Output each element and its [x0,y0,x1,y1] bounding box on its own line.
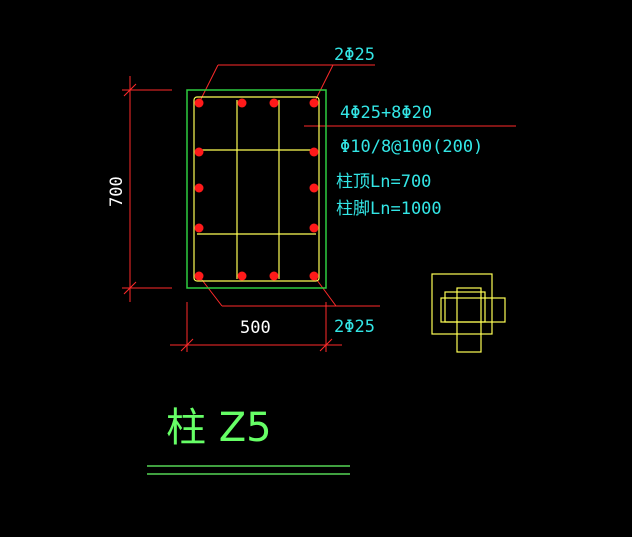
stirrup-spec-label: Φ10/8@100(200) [340,137,483,157]
rebar-dots [194,98,319,281]
title-underline [147,465,350,475]
height-dimension-label: 700 [107,176,127,207]
width-dimension-label: 500 [240,318,271,338]
stirrups-section [193,96,320,282]
longitudinal-bars-label: 4Φ25+8Φ20 [340,103,432,123]
column-outline [186,89,327,289]
bottom-corner-bars-label: 2Φ25 [334,317,375,337]
top-corner-bars-label: 2Φ25 [334,45,375,65]
column-top-label: 柱顶Ln=700 [336,172,431,192]
dimension-lines [122,76,342,352]
stirrup-detail-symbol [431,273,506,353]
column-bottom-label: 柱脚Ln=1000 [336,199,442,219]
column-title: 柱 Z5 [166,405,272,451]
